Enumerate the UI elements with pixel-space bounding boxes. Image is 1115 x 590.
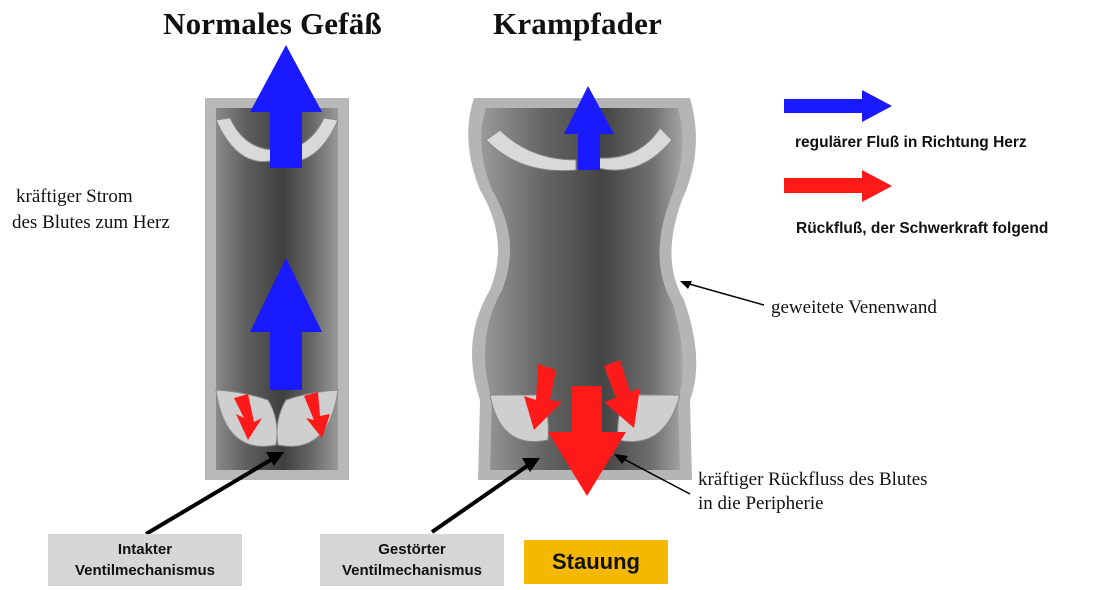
varicose-vein-illustration: [468, 86, 696, 496]
legend-red-text: Rückfluß, der Schwerkraft folgend: [796, 220, 1048, 238]
disturbed-valve-box-line1: Gestörter: [320, 539, 504, 560]
intact-valve-box-line2: Ventilmechanismus: [48, 560, 242, 581]
backflow-label-line1: kräftiger Rückfluss des Blutes: [698, 468, 928, 492]
congestion-box: Stauung: [524, 540, 668, 584]
legend-blue-arrow: [784, 90, 892, 122]
backflow-label-line2: in die Peripherie: [698, 492, 824, 516]
intact-valve-box: Intakter Ventilmechanismus: [48, 534, 242, 586]
normal-vessel-illustration: [205, 45, 349, 480]
intact-valve-box-line1: Intakter: [48, 539, 242, 560]
disturbed-valve-box: Gestörter Ventilmechanismus: [320, 534, 504, 586]
title-normal-vessel: Normales Gefäß: [163, 6, 382, 42]
title-varicose-vein: Krampfader: [493, 6, 662, 42]
dilated-wall-label: geweitete Venenwand: [771, 296, 937, 320]
legend-blue-text: regulärer Fluß in Richtung Herz: [795, 134, 1027, 152]
strong-flow-label-line1: kräftiger Strom: [16, 185, 133, 209]
disturbed-valve-box-line2: Ventilmechanismus: [320, 560, 504, 581]
legend-red-arrow: [784, 170, 892, 202]
strong-flow-label-line2: des Blutes zum Herz: [12, 211, 170, 235]
dilated-wall-pointer-line: [682, 282, 764, 305]
